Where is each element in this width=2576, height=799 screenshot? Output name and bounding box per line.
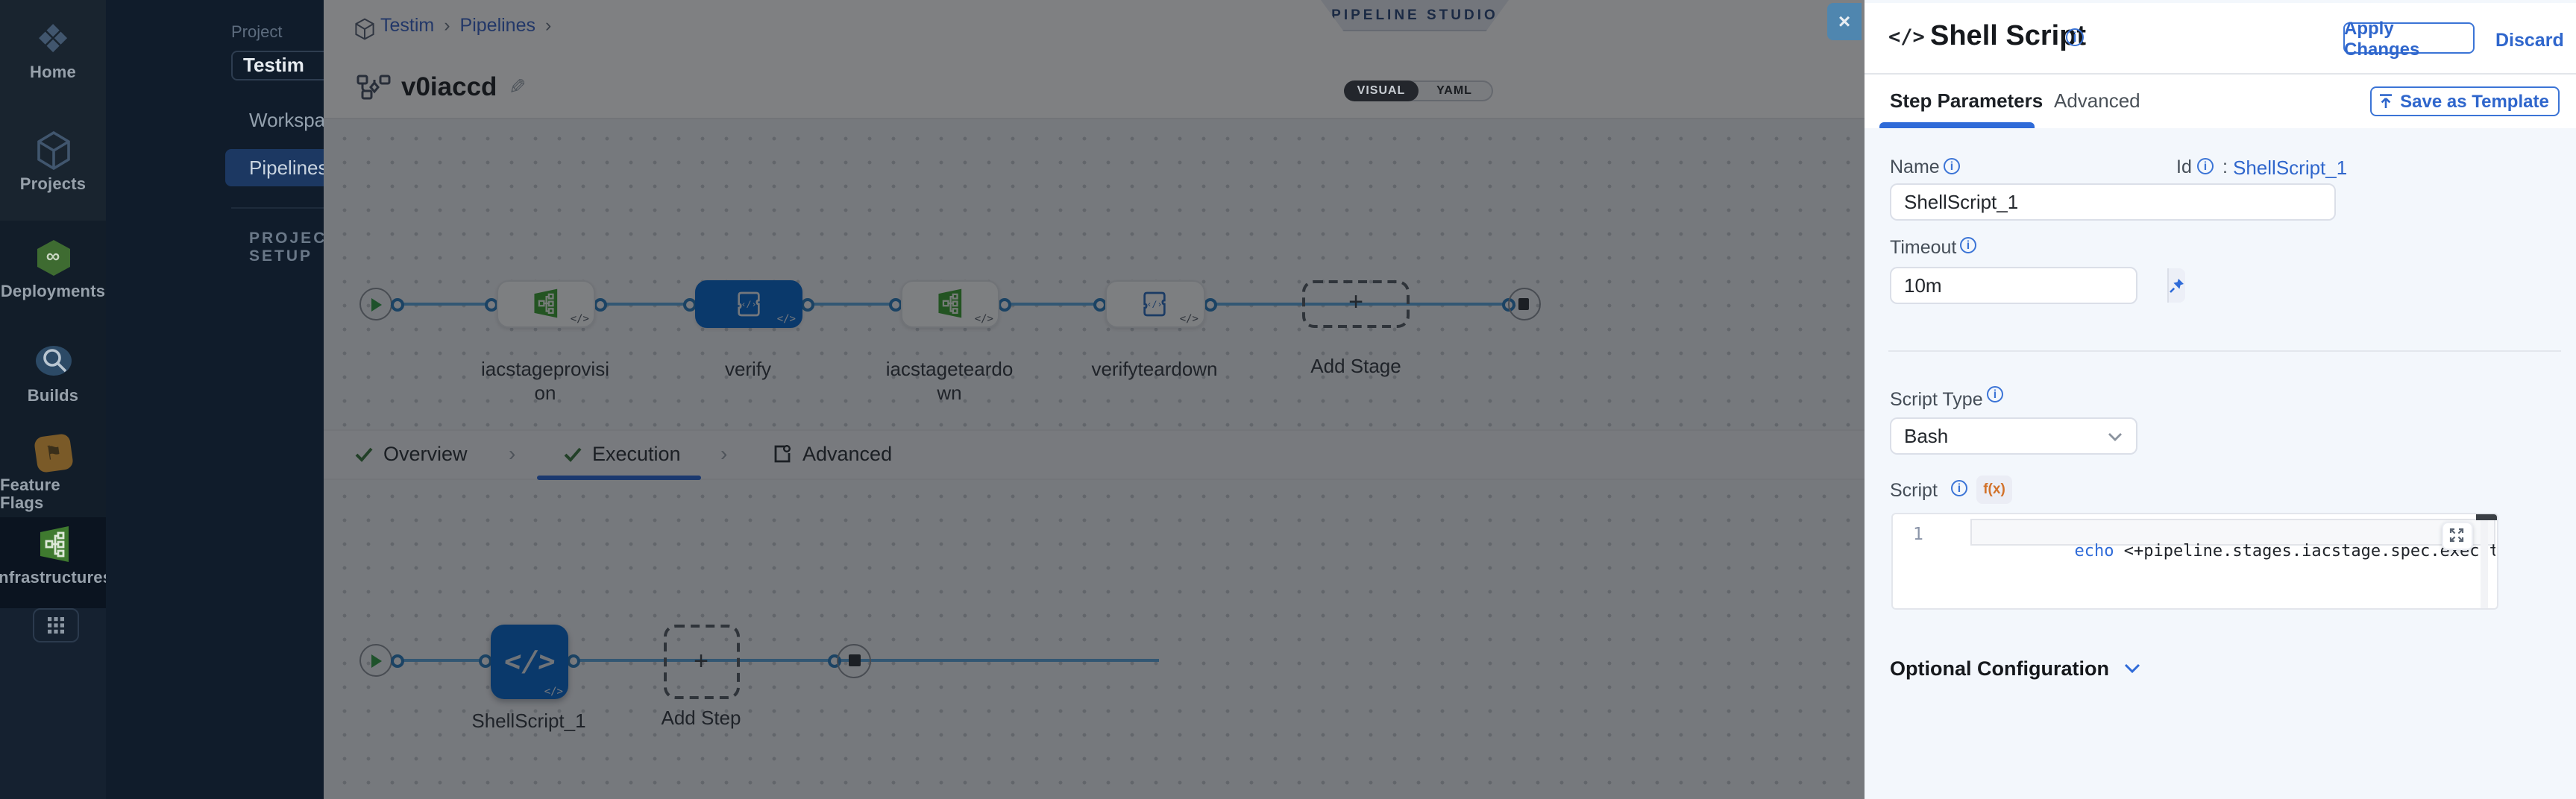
chevron-down-icon: [2124, 663, 2140, 674]
active-tab-underline: [1879, 121, 2035, 128]
id-label: Id: [2176, 157, 2192, 177]
infrastructures-icon: [34, 525, 72, 563]
project-label: Project: [231, 24, 283, 42]
sidebar-item-projects[interactable]: Projects: [0, 131, 106, 194]
module-sidebar: ❖ Home Projects ∞ Deployments: [0, 0, 112, 799]
divider: [231, 207, 410, 209]
tab-step-parameters[interactable]: Step Parameters: [1890, 89, 2043, 112]
save-as-template-button[interactable]: Save as Template: [2369, 86, 2559, 116]
sidebar-item-builds[interactable]: Builds: [0, 343, 106, 405]
drawer-close-button[interactable]: ×: [1827, 2, 1862, 40]
editor-scrollbar-thumb[interactable]: [2475, 514, 2496, 519]
info-icon: i: [1951, 480, 1967, 496]
sidebar-item-infrastructures[interactable]: Infrastructures: [0, 525, 112, 587]
editor-scrollbar-track[interactable]: [2480, 514, 2487, 609]
apply-changes-button[interactable]: Apply Changes: [2343, 17, 2475, 59]
drawer-header: </> Shell Script i Apply Changes Discard: [1865, 2, 2576, 73]
sidebar-item-label: Builds: [27, 388, 79, 405]
line-number: 1: [1913, 522, 1923, 543]
timeout-field: [1889, 266, 2184, 303]
expand-editor-button[interactable]: [2441, 521, 2472, 549]
project-name: Testim: [243, 54, 304, 77]
tab-advanced[interactable]: Advanced: [2054, 89, 2140, 112]
timeout-label: Timeout: [1890, 236, 1957, 257]
expand-icon: [2449, 528, 2464, 543]
deployments-icon: ∞: [34, 239, 72, 277]
sidebar-item-label: Infrastructures: [0, 569, 113, 587]
code-text: <+pipeline.stages.iacstage.spec.executio…: [2123, 541, 2495, 560]
project-setup-toggle[interactable]: PROJECT SETUP: [249, 230, 410, 265]
project-nav-panel: Project Testim › Workspaces Pipelines PR…: [106, 0, 410, 799]
divider: [1865, 73, 2576, 75]
drawer-tab-bar: Step Parameters Advanced Save as Templat…: [1865, 75, 2576, 128]
cube-icon: [35, 131, 71, 170]
chevron-down-icon: [2108, 432, 2121, 440]
feature-flags-icon: ⚑: [32, 432, 74, 474]
info-icon: i: [2197, 157, 2214, 174]
modal-dim-overlay: [324, 0, 1865, 799]
toggle-visual[interactable]: VISUAL: [1344, 80, 1419, 101]
save-template-icon: [2380, 93, 2393, 108]
info-icon: i: [1987, 386, 2003, 402]
sidebar-section: [0, 0, 106, 221]
drawer-form: Name i Id i : ShellScript_1 Timeout i Sc…: [1865, 128, 2576, 799]
shell-script-icon: </>: [1888, 25, 1925, 48]
sidebar-section: [0, 608, 106, 799]
toggle-label: VISUAL: [1357, 83, 1406, 98]
sidebar-item-deployments[interactable]: ∞ Deployments: [0, 239, 106, 301]
sidebar-item-label: Home: [30, 64, 76, 82]
script-code-editor[interactable]: 1 echo <+pipeline.stages.iacstage.spec.e…: [1891, 512, 2498, 610]
name-input[interactable]: [1889, 183, 2335, 220]
runtime-input-pin-button[interactable]: [2167, 268, 2184, 302]
expression-fx-button[interactable]: f(x): [1976, 475, 2012, 504]
sidebar-item-label: Projects: [19, 176, 87, 194]
sidebar-item-label: Feature Flags: [0, 477, 60, 513]
info-icon: i: [1960, 237, 1976, 253]
colon: :: [2222, 157, 2228, 177]
optional-configuration-label: Optional Configuration: [1890, 657, 2109, 680]
info-icon: i: [1944, 157, 1960, 174]
button-label: Save as Template: [2400, 90, 2549, 112]
close-icon: ×: [1838, 9, 1851, 33]
sidebar-item-home[interactable]: ❖ Home: [0, 19, 106, 82]
script-label: Script: [1890, 479, 1938, 500]
discard-button[interactable]: Discard: [2495, 29, 2564, 50]
code-line: echo <+pipeline.stages.iacstage.spec.exe…: [1976, 522, 2495, 580]
nav-item-label: Pipelines: [249, 157, 328, 179]
module-grid-button[interactable]: [32, 608, 78, 642]
step-config-drawer: </> Shell Script i Apply Changes Discard…: [1865, 0, 2576, 799]
current-line-highlight: [1970, 519, 2495, 545]
project-setup-label: PROJECT SETUP: [249, 230, 339, 265]
info-icon: i: [2066, 28, 2084, 45]
home-icon: ❖: [35, 16, 71, 61]
script-type-label: Script Type: [1890, 388, 1983, 409]
sidebar-item-feature-flags[interactable]: ⚑ Feature Flags: [0, 432, 106, 513]
drawer-title: Shell Script: [1930, 20, 2087, 51]
name-label: Name: [1890, 157, 1940, 177]
divider: [1888, 350, 2561, 352]
timeout-input[interactable]: [1891, 268, 2167, 302]
builds-icon: [34, 343, 72, 382]
sidebar-item-label: Deployments: [0, 283, 106, 301]
optional-configuration-toggle[interactable]: Optional Configuration: [1890, 657, 2140, 680]
grid-icon: [47, 616, 63, 634]
pin-icon: [2169, 278, 2183, 292]
fx-label: f(x): [1983, 481, 2005, 498]
script-type-select[interactable]: Bash: [1889, 417, 2137, 455]
id-value-link[interactable]: ShellScript_1: [2233, 156, 2348, 178]
code-keyword: echo: [2074, 541, 2114, 560]
script-type-value: Bash: [1904, 425, 1949, 447]
